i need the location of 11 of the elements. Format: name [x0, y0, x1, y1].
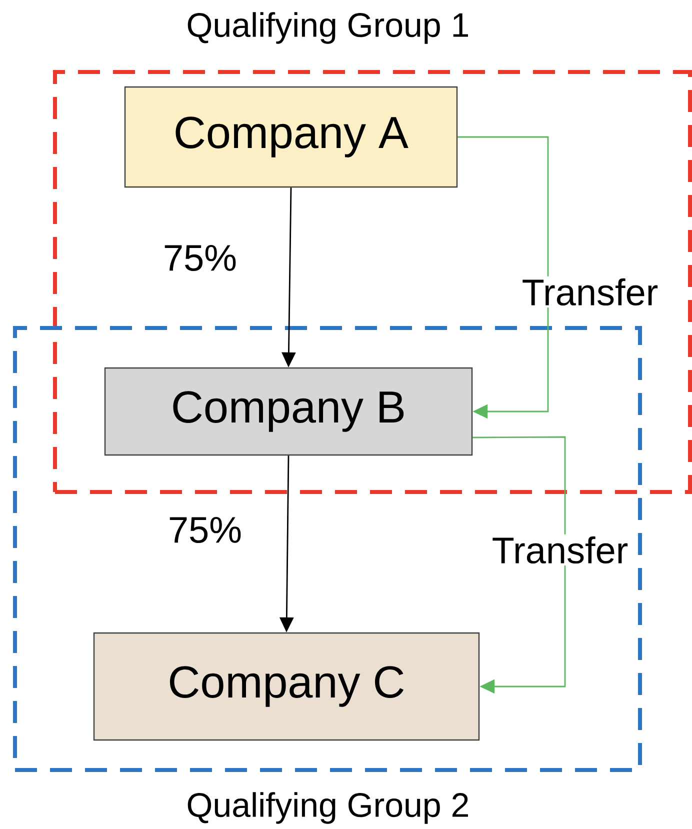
arrow: [458, 136, 549, 419]
edge-label: 75%: [166, 514, 244, 545]
arrow: [472, 436, 566, 694]
company-box: Company B: [104, 367, 473, 456]
edge-label: Transfer: [520, 276, 660, 308]
company-box: Company C: [93, 632, 480, 741]
edge-label: 75%: [160, 242, 240, 273]
edge-label: Transfer: [490, 534, 630, 566]
group-heading: Qualifying Group 1: [188, 12, 468, 44]
company-box: Company A: [124, 86, 458, 188]
group-heading: Qualifying Group 2: [188, 792, 468, 824]
